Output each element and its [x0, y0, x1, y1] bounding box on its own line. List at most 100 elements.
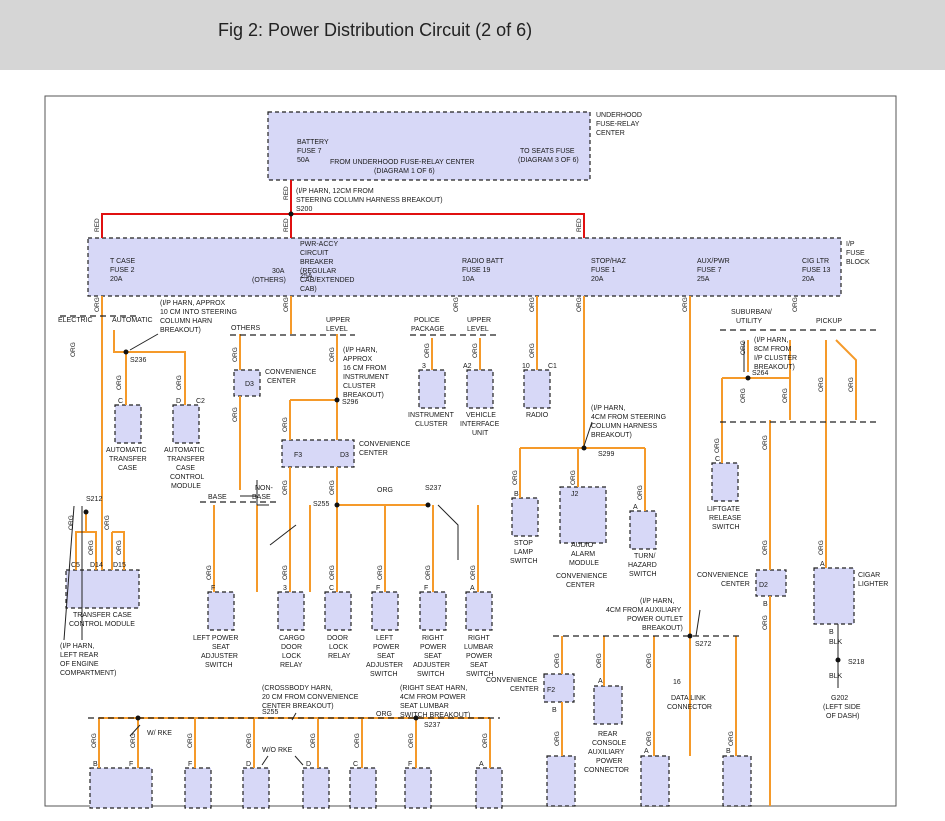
connector-d3: D3	[340, 452, 349, 459]
connector-b-stop: B	[514, 491, 519, 498]
wire-org-label: ORG	[408, 733, 415, 748]
aux-fuse-label: AUX/PWR	[697, 258, 730, 265]
wire-org-label: ORG	[714, 438, 721, 453]
wire-org-label: ORG	[554, 731, 561, 746]
rpsa-label: ADJUSTER	[413, 662, 450, 669]
connector-b-d2: B	[763, 601, 768, 608]
wire-org-label: ORG	[104, 515, 111, 530]
lpsa-label: SWITCH	[370, 671, 398, 678]
lp-label: ADJUSTER	[201, 653, 238, 660]
wire-org-label: ORG	[329, 565, 336, 580]
splice-s255-bottom: S255	[262, 709, 278, 716]
wire-org-label: ORG	[246, 733, 253, 748]
atc-control-module	[172, 404, 200, 444]
pwr-accy-label: (REGULAR	[300, 268, 336, 275]
atcc-label: CONTROL	[170, 474, 204, 481]
wire-org-label: ORG	[740, 388, 747, 403]
rc-label: CONNECTOR	[584, 767, 629, 774]
tcase-fuse-label: T CASE	[110, 258, 135, 265]
dlc-label: CONNECTOR	[667, 704, 712, 711]
wire-org-label: ORG	[116, 540, 123, 555]
viu-label: UNIT	[472, 430, 489, 437]
ip-left-label: COMPARTMENT)	[60, 670, 117, 677]
g202-label: G202	[831, 695, 848, 702]
cig-fuse-label: CIG LTR	[802, 258, 829, 265]
connector-c2: C2	[196, 398, 205, 405]
upper-level-label: UPPER	[326, 317, 350, 324]
atcc-label: AUTOMATIC	[164, 447, 205, 454]
connector-f-bottom-1: F	[129, 761, 133, 768]
suburban-label: SUBURBAN/	[731, 309, 772, 316]
wo-rke-label: W/O RKE	[262, 747, 293, 754]
nonbase-label: BASE	[252, 494, 271, 501]
w-rke-label: W/ RKE	[147, 730, 172, 737]
suburban-label: UTILITY	[736, 318, 762, 325]
rear-console-aux-power-connector	[593, 685, 623, 725]
pwr-others-label: (OTHERS)	[252, 277, 286, 284]
dlc-label: DATA LINK	[671, 695, 706, 702]
vertical-wire-labels: RED RED RED RED ORG ORG ORG ORG ORG ORG …	[68, 186, 855, 748]
wire-org-label: ORG	[792, 297, 799, 312]
wire-org-label: ORG	[570, 470, 577, 485]
battery-fuse-label: 50A	[297, 157, 310, 164]
door-label: DOOR	[327, 635, 348, 642]
rpsa-label: POWER	[420, 644, 446, 651]
rpsa-label: RIGHT	[422, 635, 445, 642]
wire-org-label: ORG	[424, 343, 431, 358]
conv-center-d2-label: CONVENIENCE	[697, 572, 749, 579]
black-wires	[63, 333, 839, 766]
g202-label: (LEFT SIDE	[823, 704, 861, 711]
turn-hazard-switch	[629, 510, 657, 550]
cross-label: (CROSSBODY HARN,	[262, 685, 333, 692]
stop-lamp-label: STOP	[514, 540, 533, 547]
wire-org-label: ORG	[782, 388, 789, 403]
ic-label: CLUSTER	[415, 421, 448, 428]
splice-s212: S212	[86, 496, 102, 503]
lpsa-label: POWER	[373, 644, 399, 651]
splice-s272: S272	[695, 641, 711, 648]
connector-c-lift: C	[715, 456, 720, 463]
connector-j2: J2	[571, 491, 579, 498]
cargo-label: LOCK	[282, 653, 301, 660]
others-label: OTHERS	[231, 325, 261, 332]
connector-d-bottom-3: D	[246, 761, 251, 768]
pwr-accy-label: 25A	[300, 273, 313, 280]
ip-left-label: (I/P HARN,	[60, 643, 95, 650]
red-wires	[101, 180, 585, 238]
page-title: Fig 2: Power Distribution Circuit (2 of …	[218, 20, 533, 40]
ip-left-label: OF ENGINE	[60, 661, 99, 668]
connector-d2: D2	[759, 582, 768, 589]
bottom-box-10	[722, 755, 752, 807]
wire-org-label: ORG	[848, 377, 855, 392]
stop-lamp-label: LAMP	[514, 549, 533, 556]
pwr-accy-label: PWR-ACCY	[300, 241, 338, 248]
wire-org-label: ORG	[740, 340, 747, 355]
f3-d3-connector-box	[281, 439, 355, 468]
police-label: POLICE	[414, 317, 440, 324]
stop-lamp-switch	[511, 497, 539, 537]
upper-level-label: LEVEL	[326, 326, 348, 333]
component-boxes	[65, 111, 855, 809]
connector-b-cig: B	[829, 629, 834, 636]
lp-label: LEFT POWER	[193, 635, 238, 642]
connector-d15: D15	[113, 562, 126, 569]
lp-label: SEAT	[212, 644, 230, 651]
wire-org-label: ORG	[70, 342, 77, 357]
connector-f3: F3	[294, 452, 302, 459]
connector-f-lpsa: F	[376, 585, 380, 592]
cargo-label: CARGO	[279, 635, 305, 642]
wire-org-label: ORG	[646, 653, 653, 668]
right-lumbar-power-seat-switch	[465, 591, 493, 631]
wire-org-label: ORG	[88, 540, 95, 555]
wire-org-label: ORG	[283, 297, 290, 312]
ip-harn-12-label: STEERING COLUMN HARNESS BREAKOUT)	[296, 197, 443, 204]
rc-label: AUXILIARY	[588, 749, 625, 756]
rc-label: REAR	[598, 731, 617, 738]
ip-16-label: 16 CM FROM	[343, 365, 386, 372]
atc-label: TRANSFER	[109, 456, 147, 463]
upper-level-label-2: LEVEL	[467, 326, 489, 333]
aux-fuse-label: FUSE 7	[697, 267, 722, 274]
underhood-label: FUSE-RELAY	[596, 121, 640, 128]
right-power-seat-adjuster-switch	[419, 591, 447, 631]
